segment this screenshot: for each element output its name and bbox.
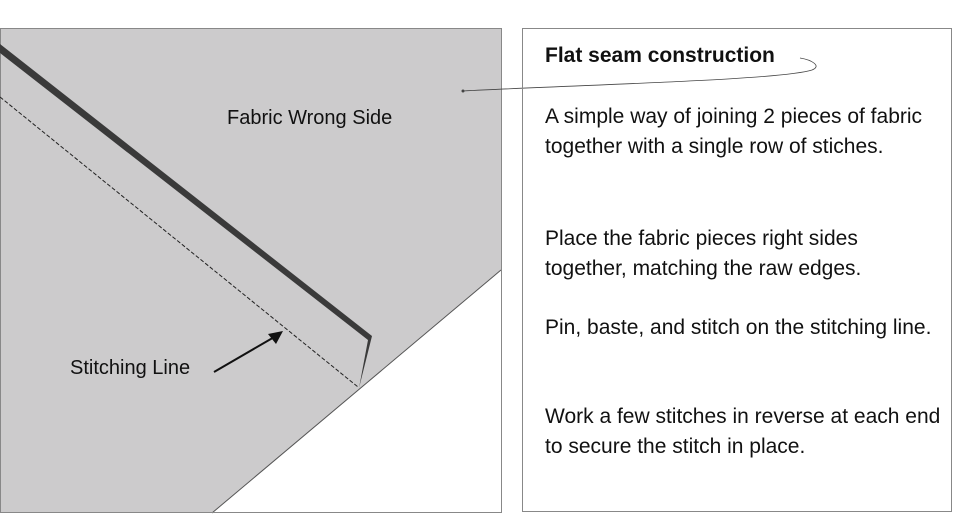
folded-raw-edge [0, 44, 372, 388]
info-paragraph: Place the fabric pieces right sides toge… [545, 227, 862, 280]
info-title: Flat seam construction [545, 44, 775, 67]
stitching-line [0, 96, 359, 388]
left-panel-outline [0, 28, 502, 513]
info-paragraph: A simple way of joining 2 pieces of fabr… [545, 105, 923, 158]
leader-line [462, 57, 817, 92]
info-paragraph: Work a few stitches in reverse at each e… [545, 405, 941, 458]
fabric-edge [211, 269, 502, 514]
stitching-line-label: Stitching Line [70, 357, 191, 379]
arrow-head-icon [268, 331, 283, 344]
info-paragraph: Pin, baste, and stitch on the stitching … [545, 316, 932, 339]
leader-dot [461, 89, 465, 93]
stitching-arrow [213, 335, 277, 373]
fabric-wrong-side-label: Fabric Wrong Side [227, 107, 393, 129]
info-panel [522, 28, 952, 512]
